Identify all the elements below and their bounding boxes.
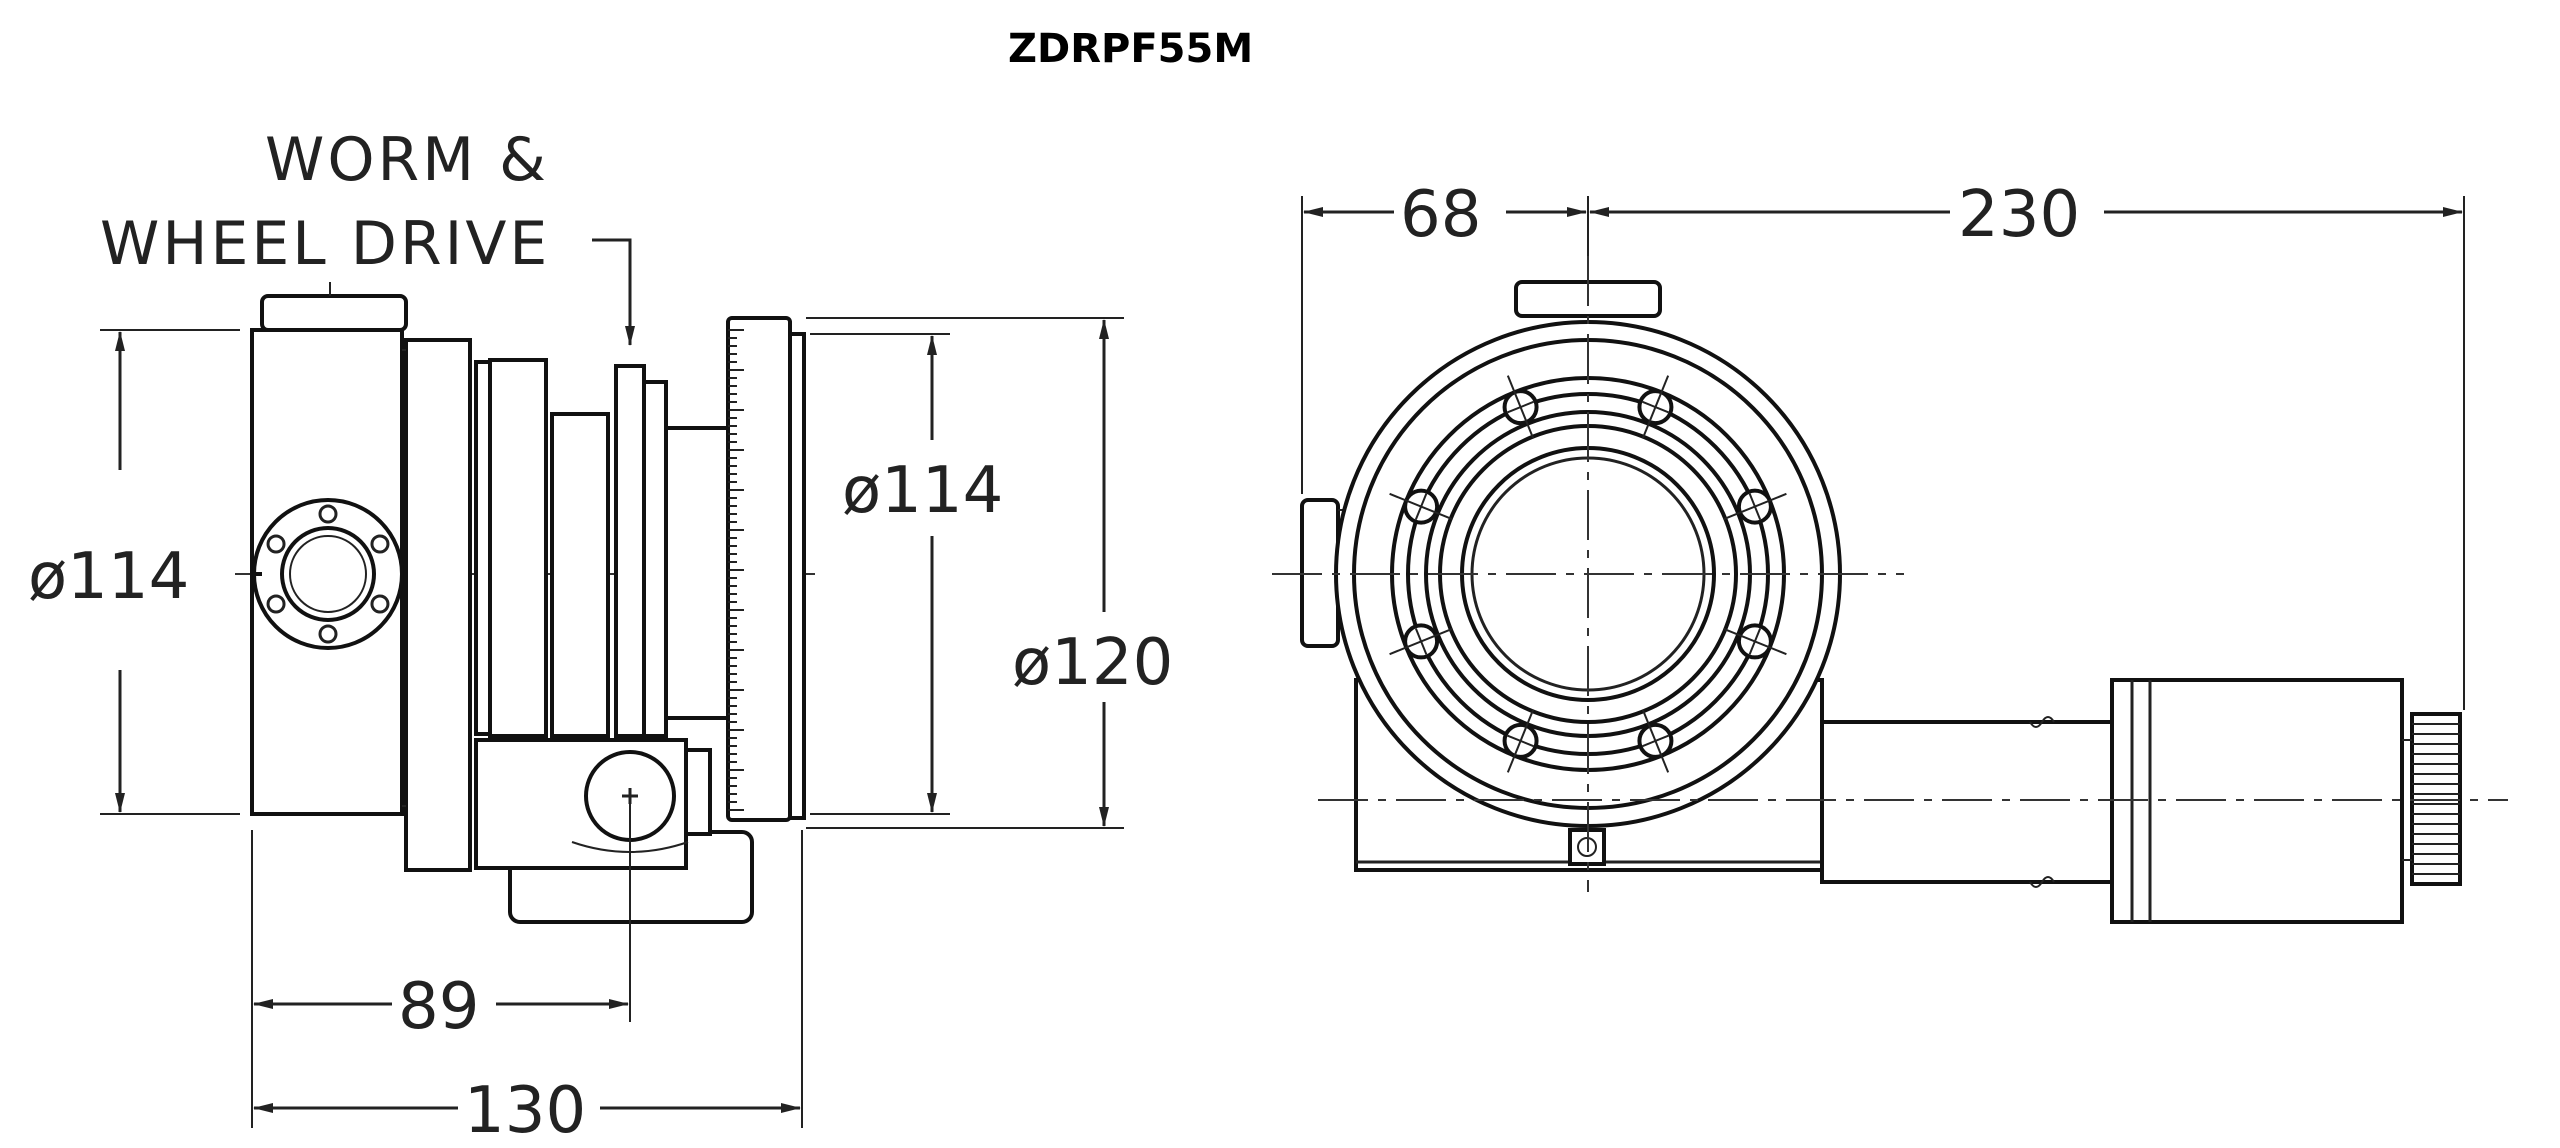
flange-bolt — [1389, 623, 1454, 660]
side-port-bolt — [266, 594, 286, 614]
focus-shaft-housing — [1820, 720, 2114, 884]
flange-bolt — [1502, 708, 1539, 773]
top-lock-knob — [260, 294, 408, 332]
knurl-ticks — [2412, 723, 2460, 875]
worm-drive-leader — [592, 238, 635, 346]
worm-housing-side — [684, 748, 712, 836]
worm-drive-note-line1: WORM & — [265, 125, 549, 195]
dim-total-length: 130 — [464, 1074, 586, 1148]
front-flange-bolts — [1389, 375, 1787, 773]
side-port-bolt — [318, 624, 338, 644]
drawtube — [664, 426, 730, 720]
side-port-bolt — [266, 534, 286, 554]
front-view: 68 230 — [1272, 178, 2508, 924]
mounting-flange — [404, 338, 472, 872]
flange-bolt — [1722, 623, 1787, 660]
flange-bolt — [1722, 488, 1787, 525]
flange-bolt — [1389, 488, 1454, 525]
drawing-title: ZDRPF55M — [1008, 26, 1253, 72]
dim-knob-offset: 89 — [398, 970, 479, 1044]
dim-total-width: 230 — [1958, 178, 2080, 252]
worm-wheel — [614, 364, 646, 738]
rotator-ring-3 — [550, 412, 610, 738]
scale-ticks — [728, 329, 744, 811]
worm-wheel-rim — [642, 380, 668, 738]
side-port-bolts — [266, 504, 390, 644]
worm-drive-note-line2: WHEEL DRIVE — [100, 209, 550, 279]
rotator-ring-2 — [488, 358, 548, 738]
scale-ring-lip — [788, 332, 806, 820]
side-view: WORM & WHEEL DRIVE ø114 ø114 ø120 89 130 — [28, 125, 1173, 1148]
side-port-bolt — [318, 504, 338, 524]
flange-bolt — [1502, 375, 1539, 440]
dim-outer-diameter: ø120 — [1012, 626, 1173, 700]
dim-left-diameter: ø114 — [28, 540, 189, 614]
flange-bolt — [1637, 708, 1674, 773]
flange-bolt — [1637, 375, 1674, 440]
dim-inner-diameter: ø114 — [842, 454, 1003, 528]
side-port-bolt — [370, 534, 390, 554]
dim-flange-offset: 68 — [1400, 178, 1481, 252]
side-port-bolt — [370, 594, 390, 614]
